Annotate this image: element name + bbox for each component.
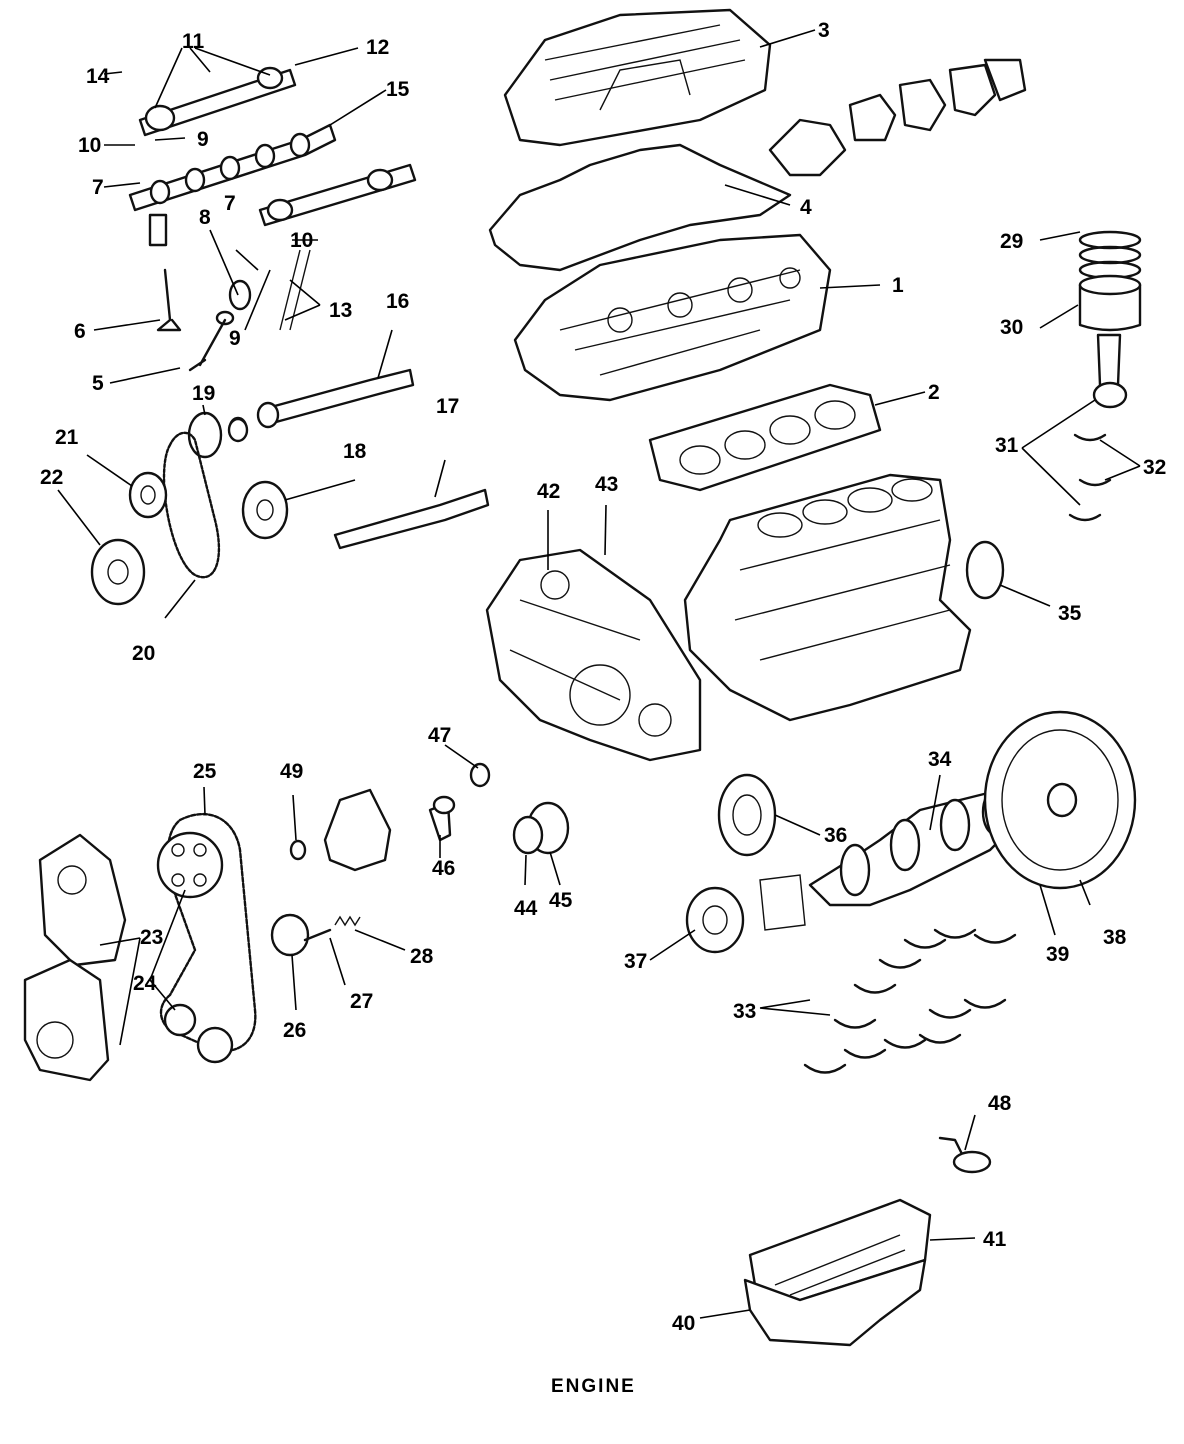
callout-25: 25 <box>193 760 217 783</box>
callout-26: 26 <box>283 1019 306 1042</box>
callout-39: 39 <box>1046 943 1069 966</box>
cylinder-block <box>683 473 972 722</box>
callout-41: 41 <box>983 1228 1007 1251</box>
callout-35: 35 <box>1058 602 1082 625</box>
rocker-shaft-upper <box>138 66 297 137</box>
timing-belt-covers <box>23 833 127 1082</box>
balance-shaft-upper <box>228 368 415 438</box>
callout-23: 23 <box>140 926 163 949</box>
valve-cover-gasket <box>488 143 792 272</box>
callout-37: 37 <box>624 950 647 973</box>
rear-main-seal <box>965 540 1005 600</box>
camshaft <box>128 123 337 212</box>
callout-33: 33 <box>733 1000 756 1023</box>
callout-13: 13 <box>329 299 352 322</box>
callout-40: 40 <box>672 1312 695 1335</box>
callout-6: 6 <box>74 320 86 343</box>
callout-38: 38 <box>1103 926 1127 949</box>
balance-shaft-lower <box>333 488 490 550</box>
callout-47: 47 <box>428 724 451 747</box>
callout-5: 5 <box>92 372 104 395</box>
valve-train-parts <box>148 213 311 372</box>
valve-cover <box>503 8 772 147</box>
callout-10b: 10 <box>290 229 313 252</box>
callout-27: 27 <box>350 990 373 1013</box>
balance-shaft-sprocket <box>241 480 289 540</box>
callout-32: 32 <box>1143 456 1166 479</box>
camshaft-sprocket <box>187 411 223 459</box>
callout-28: 28 <box>410 945 434 968</box>
callout-45: 45 <box>549 889 573 912</box>
piston-assembly <box>1068 230 1142 522</box>
diagram-title: ENGINE <box>551 1376 636 1397</box>
crank-sprocket-small <box>128 471 168 519</box>
callout-46: 46 <box>432 857 455 880</box>
callout-9a: 9 <box>197 128 209 151</box>
callout-10a: 10 <box>78 134 101 157</box>
callout-15: 15 <box>386 78 410 101</box>
belt-tensioner <box>270 913 361 957</box>
callout-9b: 9 <box>229 327 241 350</box>
callout-48: 48 <box>988 1092 1012 1115</box>
cylinder-head <box>513 233 832 402</box>
oil-pickup <box>938 1136 992 1174</box>
drive-gear <box>428 762 491 842</box>
callout-4: 4 <box>800 196 812 219</box>
oil-seal <box>289 839 307 861</box>
callout-44: 44 <box>514 897 538 920</box>
callout-16: 16 <box>386 290 409 313</box>
callout-42: 42 <box>537 480 560 503</box>
oil-pan <box>743 1198 932 1347</box>
callout-24: 24 <box>133 972 157 995</box>
crankshaft-pulley <box>717 773 777 857</box>
front-seals <box>512 801 570 855</box>
callout-1: 1 <box>892 274 904 297</box>
callout-7b: 7 <box>224 192 236 215</box>
callout-3: 3 <box>818 19 830 42</box>
damper-pulley <box>685 874 806 954</box>
rocker-shaft-lower <box>258 163 417 227</box>
rocker-arm-set <box>768 58 1027 177</box>
callout-49: 49 <box>280 760 303 783</box>
callout-7a: 7 <box>92 176 104 199</box>
front-case <box>485 548 702 762</box>
callout-31: 31 <box>995 434 1019 457</box>
callout-19: 19 <box>192 382 215 405</box>
callout-34: 34 <box>928 748 952 771</box>
callout-17: 17 <box>436 395 459 418</box>
callout-12: 12 <box>366 36 389 59</box>
callout-20: 20 <box>132 642 155 665</box>
callout-29: 29 <box>1000 230 1023 253</box>
main-bearings <box>803 928 1017 1074</box>
spacer <box>227 417 249 443</box>
callout-8: 8 <box>199 206 211 229</box>
callout-43: 43 <box>595 473 618 496</box>
callout-30: 30 <box>1000 316 1023 339</box>
callout-21: 21 <box>55 426 79 449</box>
leader-lines <box>57 29 1141 1319</box>
callout-labels: 1 2 3 4 5 6 7 7 8 9 9 10 10 11 12 13 14 … <box>40 19 1166 1397</box>
oil-pump-housing <box>323 788 392 872</box>
callout-22: 22 <box>40 466 63 489</box>
callout-14: 14 <box>86 65 110 88</box>
callout-11: 11 <box>182 30 205 53</box>
crank-flange <box>90 538 146 606</box>
callout-18: 18 <box>343 440 367 463</box>
callout-2: 2 <box>928 381 940 404</box>
camshaft-timing-pulley <box>156 831 234 1064</box>
callout-36: 36 <box>824 824 847 847</box>
flywheel <box>983 710 1137 890</box>
head-gasket <box>648 383 882 492</box>
